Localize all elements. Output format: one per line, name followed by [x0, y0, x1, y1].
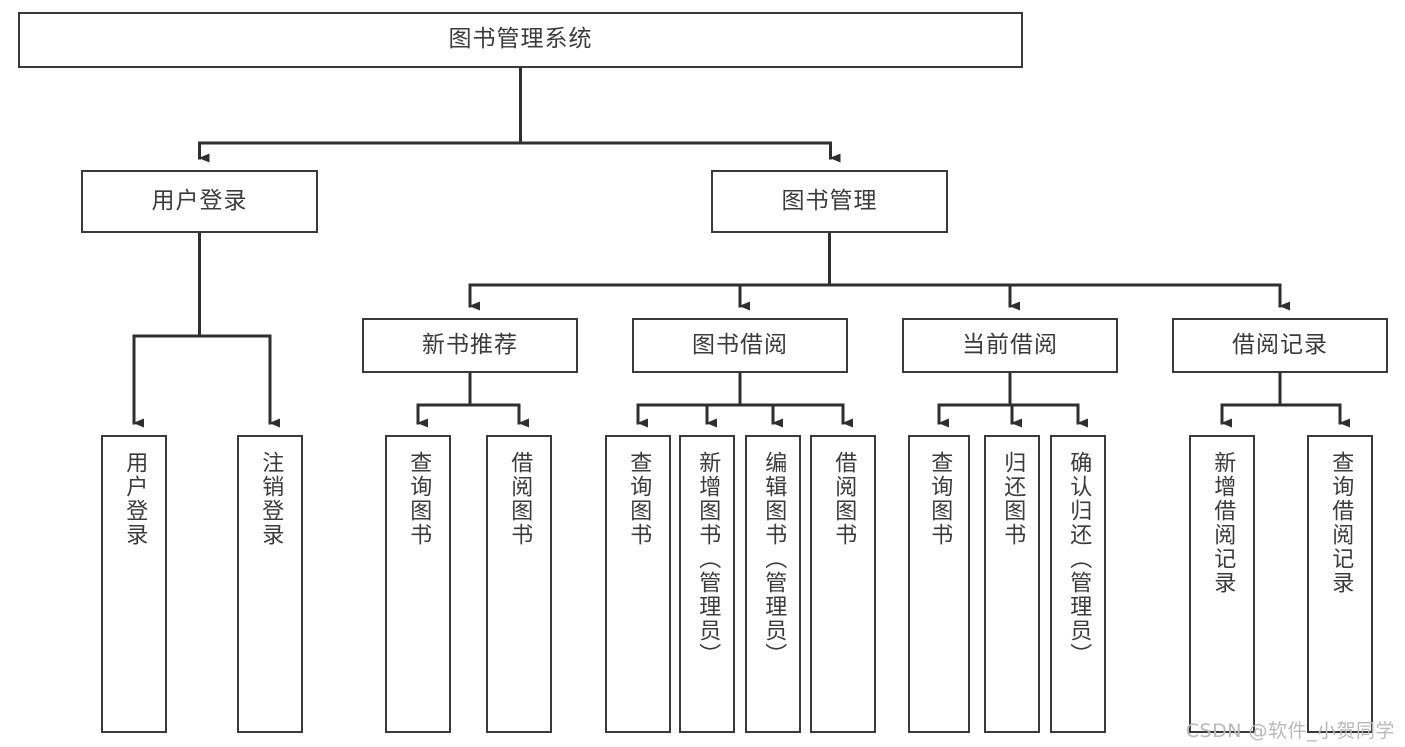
leaf-node-label: 查询图书 — [626, 451, 652, 547]
node-book-management[interactable]: 图书管理 — [711, 170, 948, 233]
leaf-node-label: 注销登录 — [258, 451, 284, 547]
leaf-node[interactable]: 查询图书 — [908, 435, 970, 733]
node-book-borrow[interactable]: 图书借阅 — [632, 318, 848, 373]
leaf-node-label: 查询图书 — [406, 451, 432, 547]
leaf-node[interactable]: 新增图书（管理员） — [679, 435, 735, 733]
leaf-node[interactable]: 查询借阅记录 — [1307, 435, 1373, 733]
leaf-node[interactable]: 新增借阅记录 — [1189, 435, 1255, 733]
leaf-node[interactable]: 借阅图书 — [486, 435, 552, 733]
watermark: CSDN @软件_小贺同学 — [1185, 720, 1395, 742]
leaf-node[interactable]: 归还图书 — [984, 435, 1040, 733]
leaf-node[interactable]: 借阅图书 — [810, 435, 876, 733]
node-user-login[interactable]: 用户登录 — [81, 170, 318, 233]
leaf-node-label: 借阅图书 — [507, 451, 533, 547]
leaf-node-label: 确认归还（管理员） — [1066, 451, 1092, 667]
leaf-node[interactable]: 查询图书 — [605, 435, 671, 733]
leaf-node[interactable]: 查询图书 — [385, 435, 451, 733]
leaf-node[interactable]: 确认归还（管理员） — [1050, 435, 1106, 733]
leaf-node-label: 用户登录 — [122, 451, 148, 547]
leaf-node-label: 借阅图书 — [831, 451, 857, 547]
leaf-node[interactable]: 用户登录 — [101, 435, 167, 733]
leaf-node-label: 编辑图书（管理员） — [761, 451, 787, 667]
leaf-node-label: 归还图书 — [1000, 451, 1026, 547]
node-current-borrow[interactable]: 当前借阅 — [902, 318, 1118, 373]
leaf-node-label: 查询借阅记录 — [1328, 451, 1354, 595]
leaf-node[interactable]: 编辑图书（管理员） — [745, 435, 801, 733]
leaf-node-label: 新增图书（管理员） — [695, 451, 721, 667]
leaf-node[interactable]: 注销登录 — [237, 435, 303, 733]
node-borrow-record[interactable]: 借阅记录 — [1172, 318, 1388, 373]
node-new-book-recommend[interactable]: 新书推荐 — [362, 318, 578, 373]
leaf-node-label: 查询图书 — [927, 451, 953, 547]
node-root[interactable]: 图书管理系统 — [18, 12, 1023, 68]
leaf-node-label: 新增借阅记录 — [1210, 451, 1236, 595]
